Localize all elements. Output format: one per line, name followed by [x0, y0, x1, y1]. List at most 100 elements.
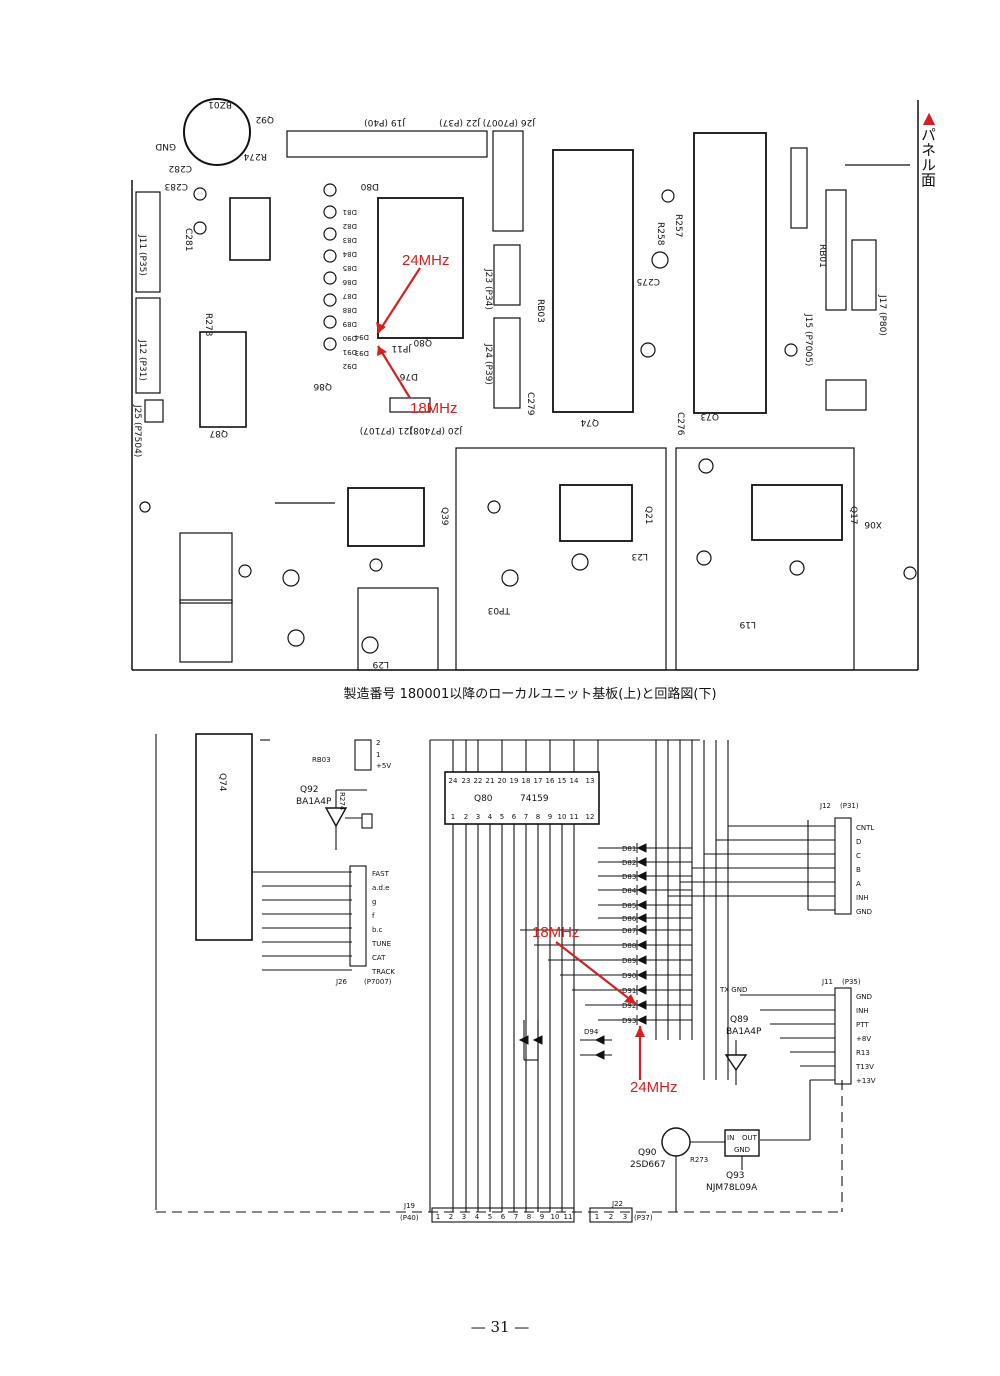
- pcb-d80-label: D80: [360, 181, 379, 191]
- pcb-q17-label: Q17: [848, 506, 858, 525]
- pcb-q86-label: Q86: [313, 381, 332, 391]
- ic-pin: 21: [486, 777, 495, 785]
- ic-pin: 20: [498, 777, 507, 785]
- j26-signal: g: [372, 898, 376, 906]
- panel-side-label-box: ▲ パネル面: [918, 108, 940, 187]
- pcb-diode-label: D94: [354, 333, 369, 341]
- ic-pin: 6: [512, 813, 517, 821]
- j11-signal: INH: [856, 1007, 869, 1015]
- ic-pin: 23: [462, 777, 471, 785]
- ic-pin: 8: [536, 813, 540, 821]
- pcb-c276-label: C276: [675, 412, 685, 436]
- pcb-r257-label: R257: [673, 214, 683, 237]
- gnd-label: GND: [155, 141, 176, 151]
- up-arrow-icon: ▲: [922, 108, 936, 127]
- ic-pin: 24: [449, 777, 458, 785]
- pcb-diode-label: D87: [343, 292, 357, 300]
- j19-pin: 8: [527, 1213, 531, 1221]
- pcb-c282-label: C282: [169, 163, 192, 173]
- j26-signal: b.c: [372, 926, 383, 934]
- j11-signal: GND: [856, 993, 872, 1001]
- pcb-tp03-label: TP03: [488, 605, 511, 615]
- pcb-x06-label: X06: [864, 519, 882, 529]
- sch-r274-label: R274: [338, 792, 346, 811]
- sch-diode-label: D89: [622, 957, 636, 965]
- ic-pin: 19: [510, 777, 519, 785]
- ic-pin: 9: [548, 813, 552, 821]
- ic-pin: 14: [570, 777, 579, 785]
- sch-j22-plug: (P37): [634, 1214, 653, 1222]
- schematic-diode-labels: D81 D82 D83 D84 D85 D86 D87 D88 D89 D90 …: [584, 845, 637, 1036]
- ic-pin: 15: [558, 777, 567, 785]
- j19-label: J19 (P40): [364, 117, 406, 127]
- j12-signal: D: [856, 838, 861, 846]
- ic-pin: 5: [500, 813, 504, 821]
- pcb-r274-label: R274: [243, 151, 267, 161]
- sch-diode-label: D86: [622, 915, 637, 923]
- j19-pin: 11: [564, 1213, 573, 1221]
- sch-j26-plug: (P7007): [364, 978, 392, 986]
- ic-pin: 10: [558, 813, 567, 821]
- pcb-jp11-label: JP11: [391, 343, 412, 353]
- j24-label: J24 (P39): [483, 343, 493, 385]
- pcb-diode-label: D92: [343, 362, 357, 370]
- pcb-q92-label: Q92: [255, 114, 274, 124]
- j19-pin: 2: [449, 1213, 453, 1221]
- j12-signal: B: [856, 866, 861, 874]
- pcb-rb03-label: RB03: [535, 299, 545, 323]
- j12-signal: GND: [856, 908, 872, 916]
- ic-pin: 7: [524, 813, 528, 821]
- sch-q92-type: BA1A4P: [296, 797, 332, 807]
- j11-signal: T13V: [855, 1063, 874, 1071]
- pcb-layout: [131, 98, 919, 671]
- schematic-annotations: 18MHz 24MHz: [532, 924, 678, 1096]
- schematic-labels: Q80 74159 Q74 Q92 BA1A4P RB03 R274 2 1 +…: [217, 739, 876, 1222]
- j11-signal: +8V: [856, 1035, 871, 1043]
- j26-signal: a.d.e: [372, 884, 390, 892]
- sch-diode-label: D87: [622, 927, 636, 935]
- j11-signal: PTT: [856, 1021, 869, 1029]
- pcb-diode-label: D93: [355, 349, 369, 357]
- sch-diode-label: D84: [622, 887, 637, 895]
- pcb-c279-label: C279: [525, 392, 535, 416]
- j26-signal: TUNE: [371, 940, 391, 948]
- j11-label: J11 (P35): [137, 234, 147, 276]
- pcb-diode-label: D85: [343, 264, 357, 272]
- buzzer-label: BZ01: [208, 99, 232, 109]
- sch-diode-label: D82: [622, 859, 636, 867]
- pcb-c281-label: C281: [183, 228, 193, 251]
- j23-label: J23 (P34): [483, 268, 493, 310]
- j11-signal: +13V: [856, 1077, 876, 1085]
- sch-diode-label: D88: [622, 942, 636, 950]
- pcb-diode-label: D82: [343, 222, 357, 230]
- sch-q80-label: Q80: [474, 794, 493, 804]
- sch-q90-label: Q90: [638, 1148, 657, 1158]
- j22-pin: 3: [623, 1213, 627, 1221]
- sch-ic-gnd: GND: [734, 1146, 750, 1154]
- j26-label: J26 (P7007): [483, 117, 536, 127]
- ic-pin: 17: [534, 777, 543, 785]
- pcb-d76-label: D76: [399, 371, 418, 381]
- j19-pin: 3: [462, 1213, 466, 1221]
- sch-18mhz-annotation: 18MHz: [532, 924, 580, 941]
- page-number: — 31 —: [470, 1318, 530, 1336]
- sch-j11-plug: (P35): [842, 978, 861, 986]
- pcb-l23-label: L23: [632, 551, 648, 561]
- sch-j19-plug: (P40): [400, 1214, 419, 1222]
- ic-pin: 11: [570, 813, 579, 821]
- pcb-r273-label: R273: [203, 313, 213, 336]
- j12-label: J12 (P31): [137, 339, 147, 381]
- ic-pin: 4: [488, 813, 493, 821]
- j26-signal: TRACK: [371, 968, 395, 976]
- sch-ic-in: IN: [727, 1134, 734, 1142]
- sch-j11-label: J11: [821, 978, 833, 986]
- j19-pin: 10: [551, 1213, 560, 1221]
- sch-diode-label: D90: [622, 972, 636, 980]
- sch-ic-out: OUT: [742, 1134, 758, 1142]
- j19-pin: 6: [501, 1213, 506, 1221]
- pcb-diode-column: [323, 183, 337, 351]
- j21-label: J21 (P7107): [360, 425, 413, 435]
- pcb-l29-label: L29: [372, 659, 389, 669]
- j26-signal: f: [372, 912, 375, 920]
- pcb-q74-label: Q74: [580, 417, 599, 427]
